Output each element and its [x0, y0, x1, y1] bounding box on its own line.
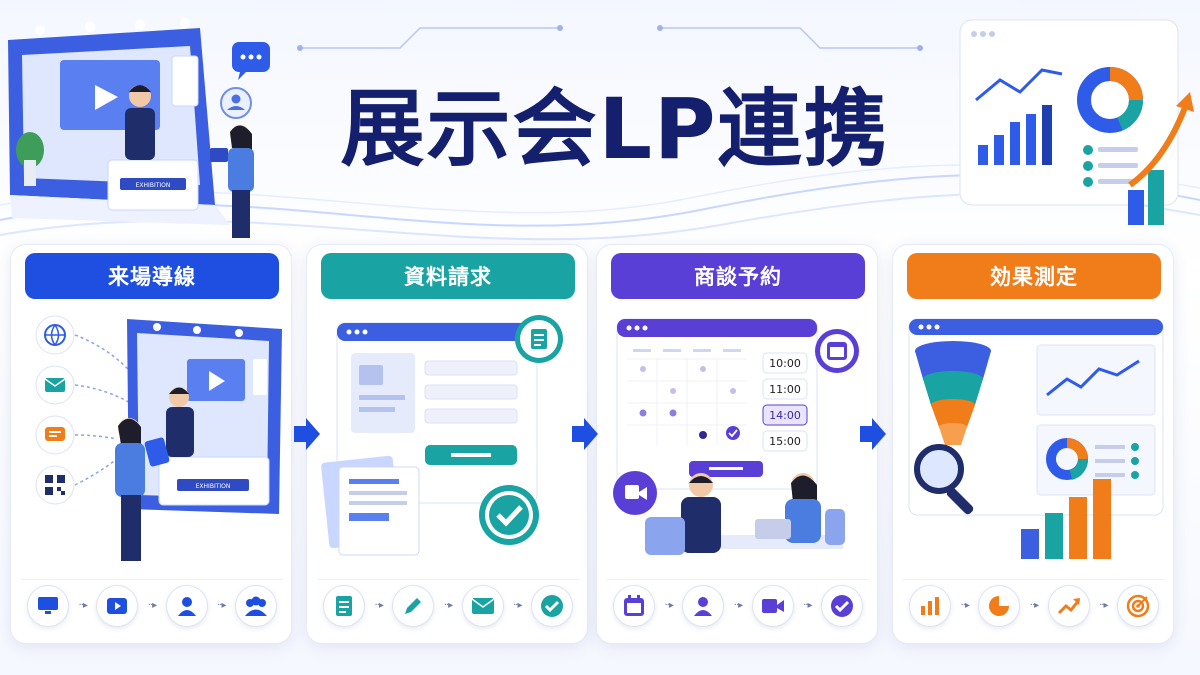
checklist-icon	[1083, 145, 1138, 187]
panel-booth-sign: EXHIBITION	[196, 483, 231, 490]
panel-label-effect-measurement: 効果測定	[907, 253, 1161, 299]
time-slot-1400-selected: 14:00	[769, 409, 801, 422]
donut-chart-icon	[1077, 67, 1143, 133]
document-icon	[323, 584, 365, 627]
document-icon	[515, 315, 563, 363]
document-request-steps: ··▸ ··▸ ··▸	[317, 579, 579, 631]
video-icon	[96, 584, 139, 627]
check-badge-icon	[479, 485, 539, 545]
calendar-icon	[815, 329, 859, 373]
hero-booth-sign: EXHIBITION	[136, 182, 171, 189]
page-title: 展示会LP連携	[340, 80, 890, 178]
target-icon	[1116, 584, 1159, 627]
effect-measurement-illustration	[908, 318, 1164, 559]
circuit-lines-decoration	[297, 25, 923, 51]
flow-arrow: ··▸	[733, 600, 743, 611]
flow-arrow: ··▸	[1099, 600, 1108, 611]
bar-chart-icon	[909, 584, 951, 627]
visitor-flow-illustration: EXHIBITION	[35, 315, 282, 561]
time-slot-1100: 11:00	[769, 383, 801, 396]
mail-icon	[461, 584, 504, 627]
panel-label-visitor-flow: 来場導線	[25, 253, 279, 299]
video-icon	[751, 584, 794, 627]
mail-icon	[35, 365, 75, 405]
video-call-icon	[613, 471, 657, 515]
panel-document-request: 資料請求 ··▸ ··▸ ··▸	[306, 244, 588, 644]
hero-dashboard-illustration	[959, 19, 1194, 225]
flow-arrow: ··▸	[513, 600, 522, 611]
flow-arrow: ··▸	[664, 600, 673, 611]
flow-arrow: ··▸	[1029, 600, 1039, 611]
bar-chart-icon	[978, 105, 1052, 165]
magnifier-icon	[914, 444, 974, 515]
flow-arrow: ··▸	[217, 600, 226, 611]
step-arrow-icon	[860, 418, 886, 450]
growth-arrow-icon	[1128, 92, 1194, 225]
panel-effect-measurement: 効果測定	[892, 244, 1174, 644]
document-request-illustration	[321, 315, 563, 556]
effect-measurement-steps: ··▸ ··▸ ··▸	[903, 579, 1165, 631]
meeting-booking-steps: ··▸ ··▸ ··▸	[607, 579, 869, 631]
pie-chart-icon	[978, 584, 1021, 627]
flow-arrow: ··▸	[374, 600, 383, 611]
visitor-flow-steps: ··▸ ··▸ ··▸	[21, 579, 283, 631]
user-icon	[165, 584, 208, 627]
step-arrow-icon	[294, 418, 320, 450]
monitor-icon	[27, 584, 69, 627]
donut-chart-icon	[1046, 438, 1088, 480]
panel-label-meeting-booking: 商談予約	[611, 253, 865, 299]
globe-icon	[35, 315, 75, 355]
step-arrow-icon	[572, 418, 598, 450]
group-icon	[234, 584, 277, 627]
pen-icon	[392, 584, 435, 627]
check-icon	[820, 584, 863, 627]
panel-meeting-booking: 商談予約 10:00 11:00 14:00 15:00 ··▸	[596, 244, 878, 644]
panel-label-document-request: 資料請求	[321, 253, 575, 299]
hero-booth-illustration: EXHIBITION	[8, 18, 270, 238]
growth-bars-icon	[1021, 479, 1111, 559]
calendar-icon	[613, 584, 655, 627]
trend-icon	[1047, 584, 1090, 627]
trend-line-icon	[1046, 359, 1140, 397]
time-slot-1500: 15:00	[769, 435, 801, 448]
line-chart-icon	[975, 68, 1063, 102]
flow-arrow: ··▸	[147, 600, 157, 611]
flow-arrow: ··▸	[803, 600, 812, 611]
flow-arrow: ··▸	[78, 600, 87, 611]
panel-visitor-flow: 来場導線 EXHIBITION ··▸ ··▸ ··▸	[10, 244, 292, 644]
funnel-icon	[915, 341, 991, 445]
check-icon	[530, 584, 573, 627]
chat-icon	[35, 415, 75, 455]
flow-arrow: ··▸	[960, 600, 969, 611]
flow-arrow: ··▸	[443, 600, 453, 611]
time-slot-1000: 10:00	[769, 357, 801, 370]
meeting-booking-illustration: 10:00 11:00 14:00 15:00	[613, 318, 859, 555]
user-icon	[682, 584, 725, 627]
qr-code-icon	[35, 465, 75, 505]
